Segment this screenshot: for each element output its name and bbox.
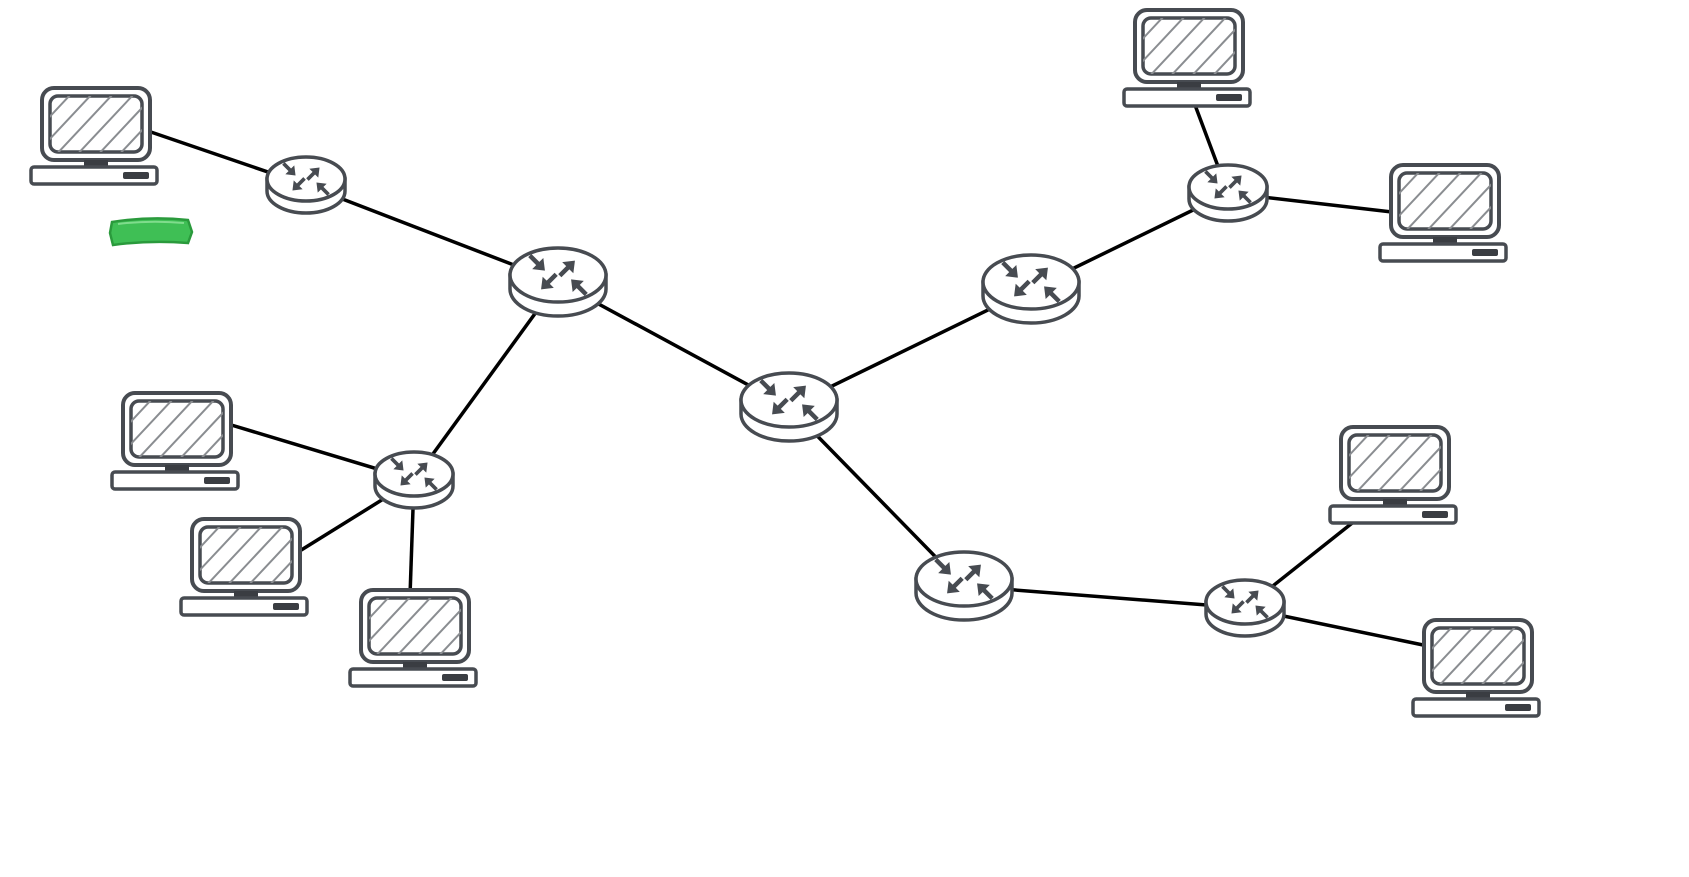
router-icon[interactable] bbox=[739, 371, 839, 443]
router-icon[interactable] bbox=[1204, 578, 1286, 638]
green-highlighter-mark bbox=[108, 217, 194, 247]
screen-hatch bbox=[1399, 173, 1491, 229]
network-link bbox=[412, 280, 560, 482]
desktop-computer-icon[interactable] bbox=[0, 86, 197, 186]
router-arrows-icon bbox=[528, 253, 588, 297]
router-arrows-icon bbox=[1204, 170, 1252, 204]
desktop-computer-icon[interactable] bbox=[1083, 8, 1290, 108]
desktop-computer-icon[interactable] bbox=[1339, 163, 1546, 263]
router-icon[interactable] bbox=[981, 253, 1081, 325]
desktop-computer-icon[interactable] bbox=[1289, 425, 1496, 525]
desktop-computer-icon[interactable] bbox=[140, 517, 347, 617]
screen-hatch bbox=[1432, 628, 1524, 684]
screen-hatch bbox=[131, 401, 223, 457]
desktop-computer-icon[interactable] bbox=[309, 588, 516, 688]
router-arrows-icon bbox=[1221, 585, 1269, 619]
desktop-computer-icon[interactable] bbox=[71, 391, 278, 491]
router-arrows-icon bbox=[1001, 260, 1061, 304]
router-icon[interactable] bbox=[265, 155, 347, 215]
screen-hatch bbox=[50, 96, 142, 152]
router-arrows-icon bbox=[759, 378, 819, 422]
router-icon[interactable] bbox=[508, 246, 608, 318]
router-arrows-icon bbox=[390, 457, 438, 491]
router-arrows-icon bbox=[934, 557, 994, 601]
router-icon[interactable] bbox=[914, 550, 1014, 622]
desktop-computer-icon[interactable] bbox=[1372, 618, 1579, 718]
screen-hatch bbox=[200, 527, 292, 583]
router-icon[interactable] bbox=[1187, 163, 1269, 223]
nodes-layer bbox=[0, 8, 1579, 718]
screen-hatch bbox=[1349, 435, 1441, 491]
screen-hatch bbox=[369, 598, 461, 654]
screen-hatch bbox=[1143, 18, 1235, 74]
router-arrows-icon bbox=[282, 162, 330, 196]
router-icon[interactable] bbox=[373, 450, 455, 510]
